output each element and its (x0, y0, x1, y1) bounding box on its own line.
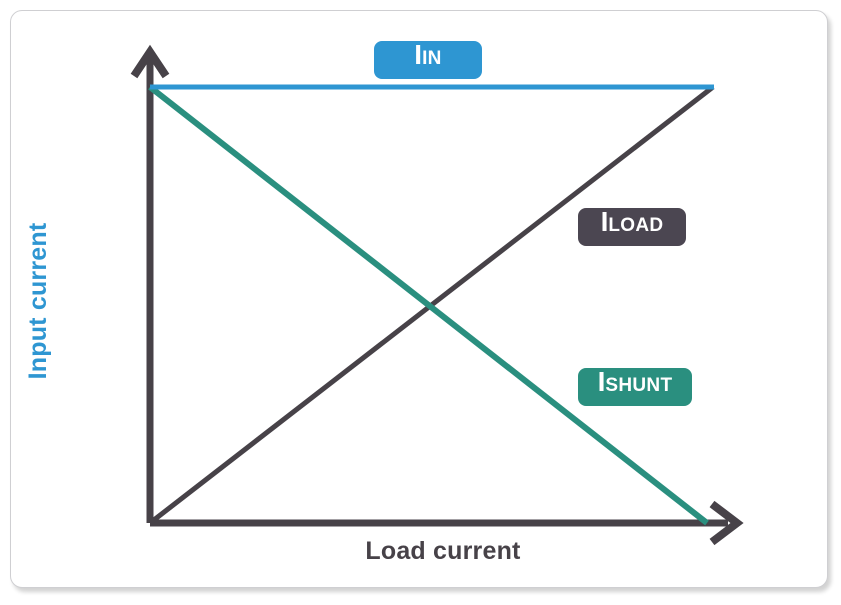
series-badge-iload-symbol: I (600, 206, 609, 237)
x-axis-title: Load current (365, 537, 521, 565)
series-badge-iin-symbol: I (414, 39, 423, 70)
x-axis-arrowhead-icon (709, 500, 744, 546)
series-badge-iload-subscript: LOAD (608, 215, 664, 236)
series-badge-ishunt-symbol: I (597, 366, 606, 397)
series-badge-ishunt-subscript: SHUNT (605, 375, 673, 396)
series-lines (148, 84, 715, 526)
y-axis-title: Input current (24, 222, 52, 380)
series-badge-iin-subscript: IN (422, 48, 442, 69)
axis-lines (130, 44, 744, 546)
y-axis-arrowhead-icon (130, 44, 170, 79)
series-line-ishunt (148, 84, 709, 526)
